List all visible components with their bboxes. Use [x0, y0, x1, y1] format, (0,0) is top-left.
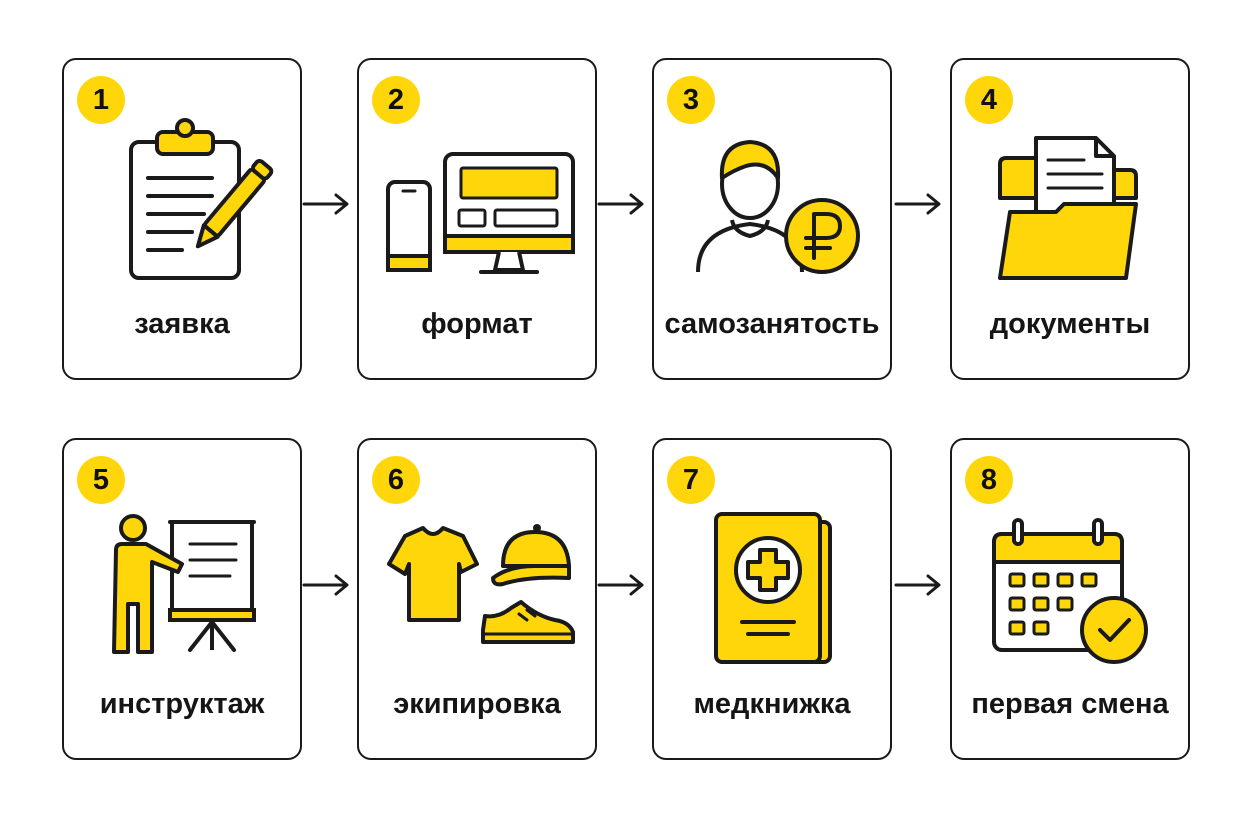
step-card-8: 8 первая смена — [950, 438, 1190, 760]
presenter-board-icon — [112, 514, 256, 654]
step-card-7: 7 медкнижка — [652, 438, 892, 760]
step-card-2: 2 формат — [357, 58, 597, 380]
step-number-badge: 6 — [372, 456, 420, 504]
step-label: документы — [989, 308, 1151, 340]
medical-book-icon — [714, 512, 832, 664]
folder-documents-icon — [998, 136, 1138, 280]
arrow-right-icon — [302, 193, 349, 215]
step-label: медкнижка — [693, 688, 851, 720]
step-number-badge: 3 — [667, 76, 715, 124]
step-card-3: 3 самозанятость — [652, 58, 892, 380]
person-ruble-icon — [696, 140, 860, 274]
step-card-6: 6 экипировка — [357, 438, 597, 760]
devices-icon — [386, 152, 575, 274]
step-card-5: 5 инструктаж — [62, 438, 302, 760]
step-label: заявка — [134, 308, 230, 340]
step-label: инструктаж — [99, 688, 265, 720]
step-number-badge: 5 — [77, 456, 125, 504]
step-number-badge: 7 — [667, 456, 715, 504]
step-number-badge: 1 — [77, 76, 125, 124]
step-card-4: 4 документы — [950, 58, 1190, 380]
arrow-right-icon — [597, 193, 644, 215]
step-number-badge: 8 — [965, 456, 1013, 504]
step-label: экипировка — [393, 688, 561, 720]
step-card-1: 1 заявка — [62, 58, 302, 380]
step-label: первая смена — [971, 688, 1169, 720]
uniform-icon — [387, 524, 575, 644]
step-number-badge: 4 — [965, 76, 1013, 124]
calendar-check-icon — [992, 518, 1148, 664]
arrow-right-icon — [894, 193, 941, 215]
arrow-right-icon — [894, 574, 941, 596]
step-label: формат — [421, 308, 533, 340]
arrow-right-icon — [597, 574, 644, 596]
step-number-badge: 2 — [372, 76, 420, 124]
arrow-right-icon — [302, 574, 349, 596]
step-label: самозанятость — [664, 308, 880, 340]
clipboard-pen-icon — [129, 118, 274, 280]
